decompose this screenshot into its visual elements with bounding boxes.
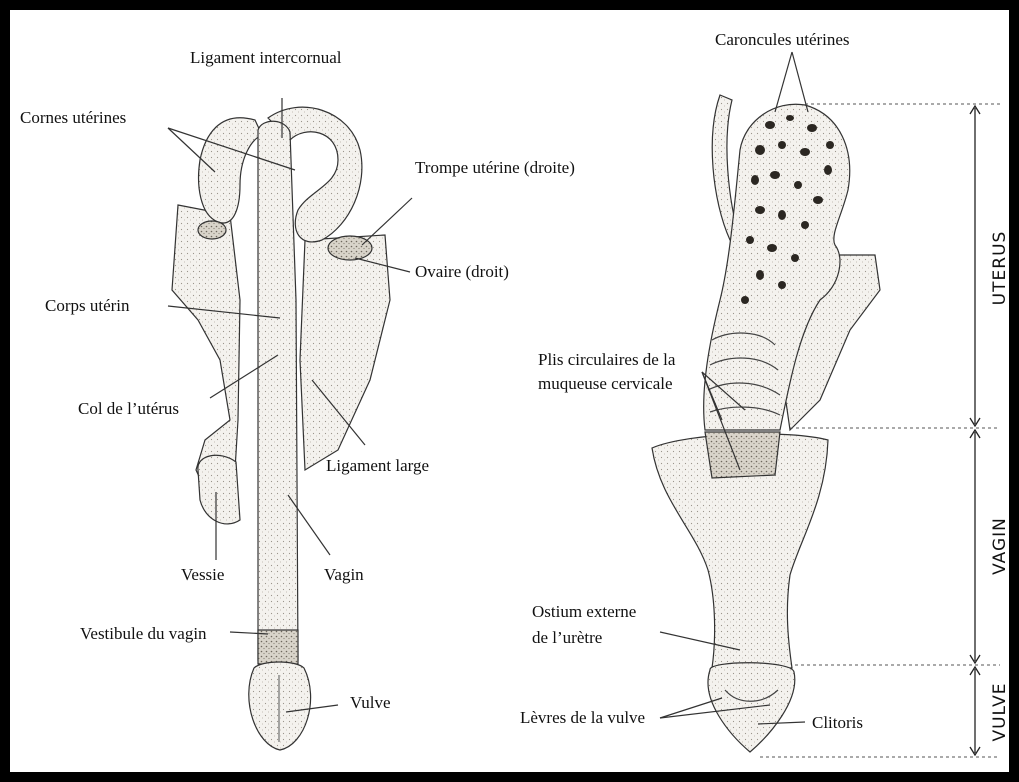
vestibule-band xyxy=(258,630,298,664)
label-clitoris: Clitoris xyxy=(812,713,863,733)
right-opened-view xyxy=(652,95,880,752)
label-vagin: Vagin xyxy=(324,565,364,585)
label-levres: Lèvres de la vulve xyxy=(520,708,645,728)
region-brackets xyxy=(970,106,980,755)
label-cornes-uterines: Cornes utérines xyxy=(20,108,126,128)
label-plis-line2: muqueuse cervicale xyxy=(538,374,673,394)
left-dorsal-view xyxy=(172,107,390,750)
left-uterine-horn xyxy=(199,118,262,223)
label-vulve: Vulve xyxy=(350,693,391,713)
region-label-uterus: UTERUS xyxy=(990,228,1010,308)
label-corps-uterin: Corps utérin xyxy=(45,296,130,316)
label-caroncules: Caroncules utérines xyxy=(715,30,850,50)
label-ligament-intercornual: Ligament intercornual xyxy=(190,48,342,68)
label-ovaire: Ovaire (droit) xyxy=(415,262,509,282)
region-label-vulve: VULVE xyxy=(990,672,1010,752)
label-vessie: Vessie xyxy=(181,565,224,585)
label-ligament-large: Ligament large xyxy=(326,456,429,476)
label-plis-line1: Plis circulaires de la xyxy=(538,350,675,370)
left-vulva xyxy=(249,662,311,750)
left-ovary xyxy=(198,221,226,239)
left-broad-ligament-right xyxy=(300,235,390,470)
label-vestibule: Vestibule du vagin xyxy=(80,624,207,644)
region-label-vagin: VAGIN xyxy=(990,506,1010,586)
label-ostium-line2: de l’urètre xyxy=(532,628,602,648)
reproductive-tract-tube xyxy=(258,121,298,660)
bladder xyxy=(198,455,240,524)
cervix-opening xyxy=(705,432,780,478)
label-col-uterus: Col de l’utérus xyxy=(78,399,179,419)
label-trompe-uterine: Trompe utérine (droite) xyxy=(415,158,575,178)
right-ovary xyxy=(328,236,372,260)
label-ostium-line1: Ostium externe xyxy=(532,602,636,622)
